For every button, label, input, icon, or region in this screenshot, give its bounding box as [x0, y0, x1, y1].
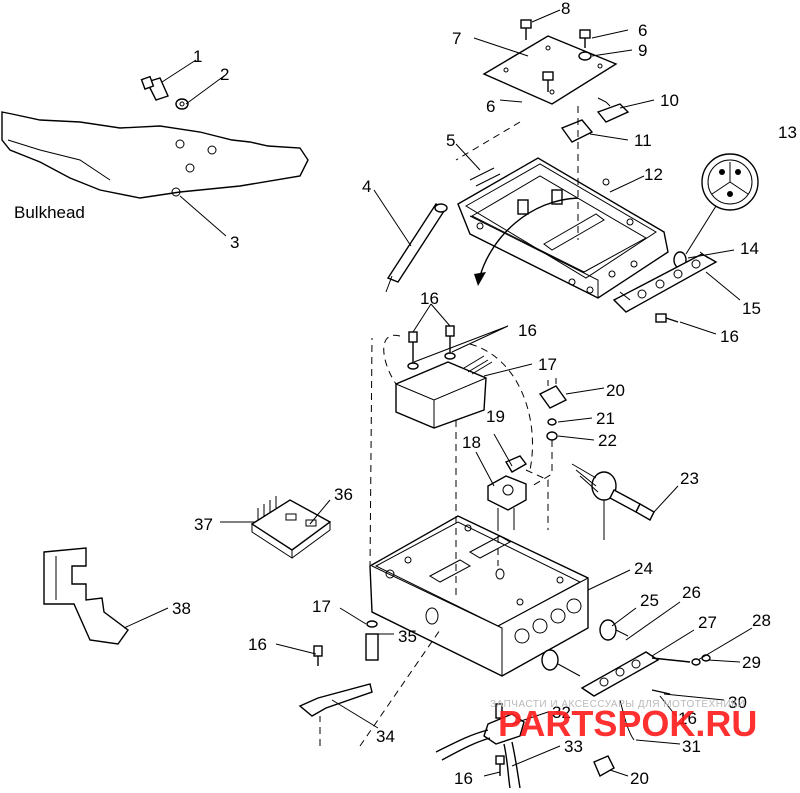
washer-22: [547, 418, 557, 426]
callout-10: 10: [660, 91, 679, 110]
grommet-26: [599, 619, 629, 641]
connector-11: [560, 119, 594, 143]
callout-18: 17: [538, 355, 557, 374]
leader-lines: [123, 9, 753, 777]
callout-19: 18: [462, 433, 481, 452]
callout-26: 25: [640, 591, 659, 610]
callout-32: 31: [682, 737, 701, 756]
callout-1: 1: [193, 47, 202, 66]
callout-16-left: 16: [248, 635, 267, 654]
screw-6-top: [579, 29, 591, 48]
callout-4: 4: [362, 177, 371, 196]
clip-5: [469, 167, 501, 187]
washer-17-lower: [366, 620, 378, 628]
callout-21: 20: [606, 381, 625, 400]
callout-6-top: 6: [638, 21, 647, 40]
wire-32: [619, 699, 635, 741]
callout-16-module: 16: [420, 289, 439, 308]
callout-29: 28: [752, 611, 771, 630]
spacer-36: [365, 633, 379, 661]
connector-33: [483, 703, 525, 745]
screw-16-left: [313, 645, 323, 666]
cable-34: [435, 729, 521, 789]
callout-16-right: 16: [720, 327, 739, 346]
callout-8: 8: [561, 0, 570, 18]
watermark-logo: PARTSPOK.RU: [498, 703, 757, 744]
bracket-19: [487, 475, 527, 530]
callout-33: 32: [552, 703, 571, 722]
rod-28: [651, 657, 691, 663]
callout-38: 37: [194, 515, 213, 534]
callout-20-lower: 20: [630, 769, 649, 788]
callout-16-bottom: 16: [454, 769, 473, 788]
callout-11: 11: [634, 131, 652, 150]
callout-13: 13: [778, 123, 797, 142]
nut-23: [546, 431, 558, 441]
callout-12: 12: [644, 165, 663, 184]
grommet-lower: [541, 649, 581, 677]
washer-2: [175, 98, 189, 110]
bracket-35: [298, 683, 373, 717]
relay-21: [538, 378, 568, 409]
mounting-plate-7: [482, 35, 618, 105]
callout-23: 22: [598, 431, 617, 450]
screw-16-lower: [495, 755, 505, 776]
plate-27: [580, 651, 660, 697]
screw-6-mid: [542, 71, 554, 92]
screw-8: [520, 19, 532, 40]
callout-30: 29: [742, 653, 761, 672]
callout-28: 27: [698, 613, 717, 632]
bulkhead-label: Bulkhead: [14, 203, 85, 222]
callout-17-upper: 16: [518, 321, 537, 340]
bracket-39: [43, 547, 129, 645]
watermark-text: ЗАПЧАСТИ И АКСЕССУАРЫ ДЛЯ МОТОТЕХНИКИ: [490, 699, 745, 710]
callout-25: 24: [634, 559, 653, 578]
arrow-curve: [479, 197, 579, 277]
bulkhead-panel: [1, 111, 309, 199]
cap-13: [701, 153, 759, 211]
cover-12: [457, 157, 669, 299]
callout-20-upper: 19: [486, 407, 505, 426]
callout-22: 21: [596, 409, 615, 428]
callout-14: 14: [740, 239, 759, 258]
callout-3: 3: [230, 233, 239, 252]
callout-24: 23: [680, 469, 699, 488]
screw-31: [651, 689, 671, 695]
callout-27: 26: [682, 583, 701, 602]
callout-5: 5: [446, 131, 455, 150]
callout-35: 34: [376, 727, 395, 746]
bolt-1: [140, 75, 169, 101]
rod-4: [385, 203, 448, 293]
callout-37: 36: [334, 485, 353, 504]
callout-2: 2: [220, 65, 229, 84]
connector-10: [596, 97, 630, 123]
callout-36: 35: [398, 627, 417, 646]
callout-6-mid: 6: [486, 97, 495, 116]
callout-34: 33: [564, 737, 583, 756]
callout-39: 38: [172, 599, 191, 618]
nut-9: [578, 51, 592, 61]
base-box-25: [369, 515, 589, 677]
screw-16-right: [655, 313, 679, 323]
cap-20-lower: [593, 755, 615, 777]
washer-29: [691, 658, 701, 666]
callout-7: 7: [452, 29, 461, 48]
callout-15: 15: [742, 299, 761, 318]
cable-24: [571, 463, 655, 540]
callout-16-lower-right: 16: [678, 709, 697, 728]
callout-31: 30: [728, 693, 747, 712]
arrow-head: [474, 272, 486, 286]
callout-numbers: 1 2 3 4 5 6 6 7 8 9 10 11 12 13 14 15 16…: [172, 0, 797, 788]
clip-20-top: [504, 455, 528, 473]
module-18: [395, 355, 493, 429]
callout-17-lower: 17: [312, 597, 331, 616]
callout-9: 9: [638, 41, 647, 60]
circuit-board-37: [250, 496, 332, 559]
